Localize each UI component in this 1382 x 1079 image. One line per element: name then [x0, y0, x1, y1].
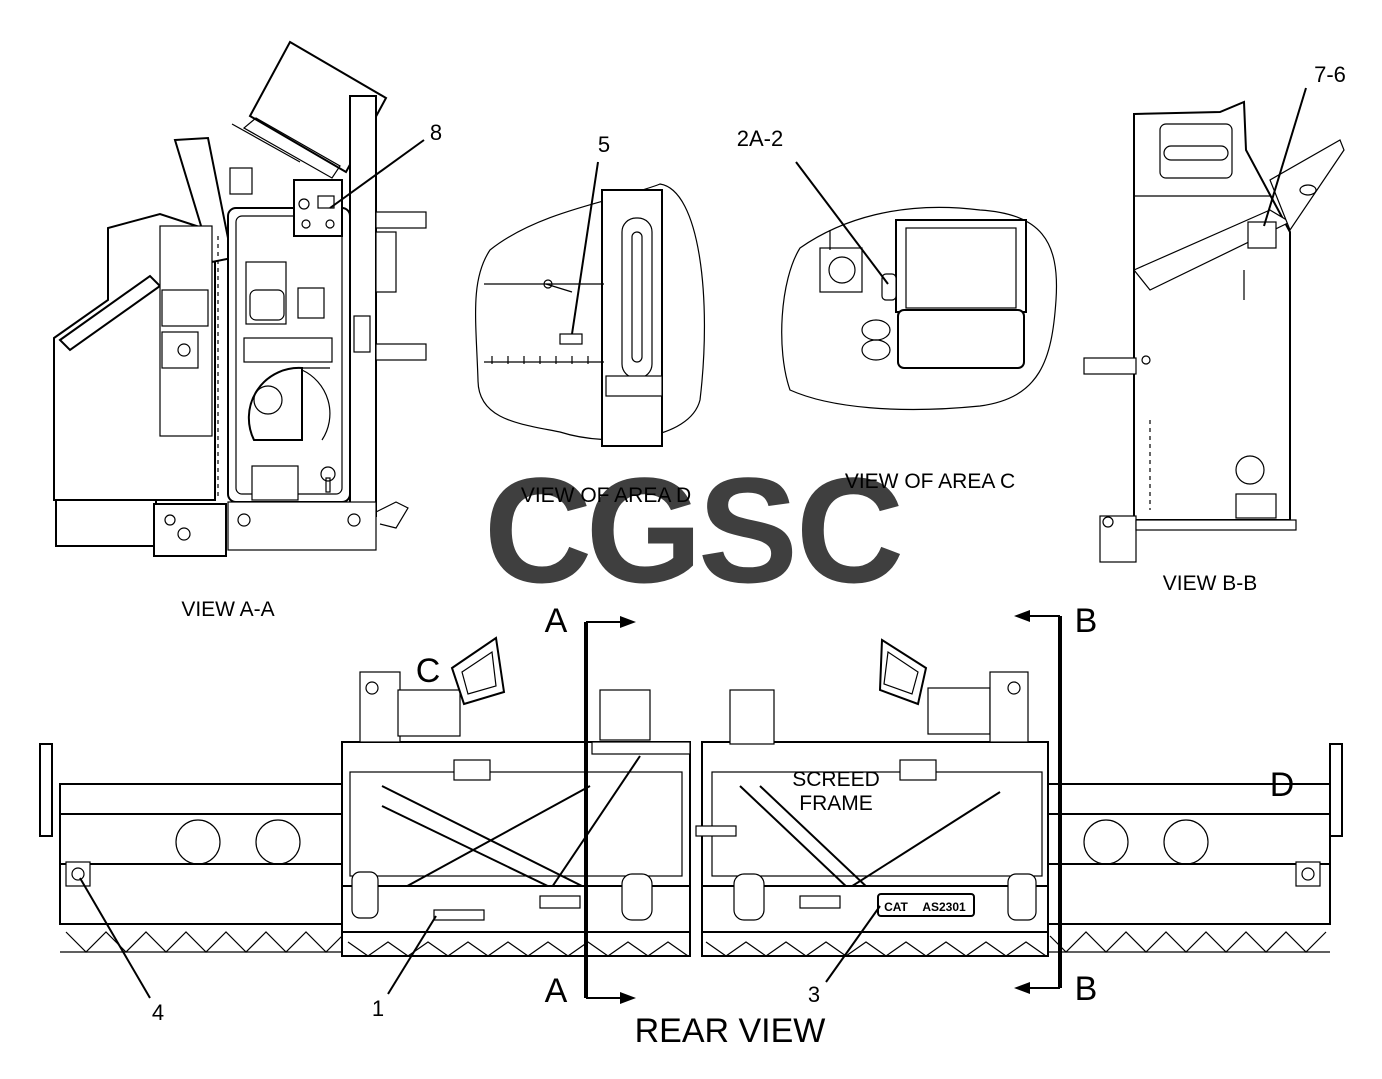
watermark-letter-2: G	[586, 446, 703, 614]
watermark-letter-3: S	[698, 446, 798, 614]
view-aa-drawing	[53, 40, 427, 557]
view-bb-drawing	[1083, 100, 1345, 563]
section-line-a	[584, 616, 636, 1004]
section-marker-b-top: B	[1075, 602, 1098, 640]
cgsc-watermark-logo: C G S C	[484, 446, 904, 614]
caption-view-bb: VIEW B-B	[1163, 572, 1258, 595]
section-marker-c: C	[416, 652, 441, 690]
caption-view-area-c: VIEW OF AREA C	[845, 470, 1015, 493]
callout-3: 3	[808, 982, 820, 1007]
section-marker-b-bottom: B	[1075, 970, 1098, 1008]
section-line-b	[1014, 610, 1062, 994]
view-area-d-drawing	[474, 183, 706, 447]
nameplate-model: AS2301	[922, 900, 966, 914]
caption-rear-view: REAR VIEW	[635, 1012, 826, 1050]
caption-screed-frame-line2: FRAME	[799, 792, 873, 815]
leader-1	[387, 915, 437, 995]
leader-4	[79, 877, 151, 999]
nameplate-brand: CAT	[884, 900, 908, 914]
leader-2a-2	[795, 161, 889, 285]
leader-3	[825, 905, 881, 983]
callout-1: 1	[372, 996, 384, 1021]
callout-8: 8	[430, 120, 442, 145]
caption-view-area-d: VIEW OF AREA D	[521, 484, 691, 507]
leader-5	[571, 161, 599, 335]
caption-screed-frame-line1: SCREED	[792, 768, 880, 791]
caption-view-aa: VIEW A-A	[181, 598, 274, 621]
section-marker-a-top: A	[545, 602, 568, 640]
watermark-letter-1: C	[484, 446, 592, 614]
section-marker-d: D	[1270, 766, 1295, 804]
callout-5: 5	[598, 132, 610, 157]
view-area-c-drawing	[781, 206, 1058, 411]
leader-7-6	[1263, 87, 1307, 227]
rear-view-drawing	[39, 636, 1343, 957]
callout-7-6: 7-6	[1314, 62, 1346, 87]
callout-4: 4	[152, 1000, 164, 1025]
watermark-letter-4: C	[796, 446, 904, 614]
leader-8	[329, 139, 425, 209]
section-marker-a-bottom: A	[545, 972, 568, 1010]
callout-2a-2: 2A-2	[737, 126, 783, 151]
